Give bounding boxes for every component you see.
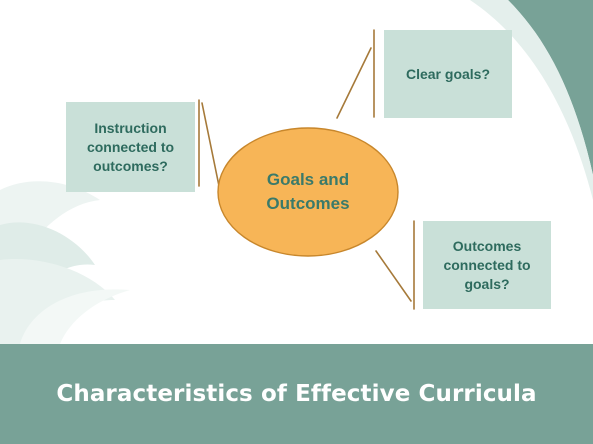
node-instruction: Instruction connected to outcomes? [66,102,195,192]
center-node-label: Goals and Outcomes [266,170,350,213]
page-title: Characteristics of Effective Curricula [56,381,537,407]
title-band: Characteristics of Effective Curricula [0,344,593,444]
node-outcomes-goals: Outcomes connected to goals? [423,221,551,309]
node-outcomes-goals-label: Outcomes connected to goals? [443,237,531,292]
node-clear-goals-label: Clear goals? [405,65,491,82]
node-instruction-label: Instruction connected to outcomes? [86,119,175,174]
center-ellipse [217,127,399,257]
left-swoosh-1 [0,181,100,300]
corner-swoosh [508,0,593,175]
left-swoosh-4 [20,289,130,344]
connector-outcomes-goals [375,250,412,302]
left-swoosh-2 [0,222,95,344]
connector-instruction [201,102,220,187]
left-swoosh-3 [0,259,115,344]
node-clear-goals: Clear goals? [384,30,512,118]
connector-clear-goals [336,47,372,119]
corner-swoosh-light [470,0,593,200]
